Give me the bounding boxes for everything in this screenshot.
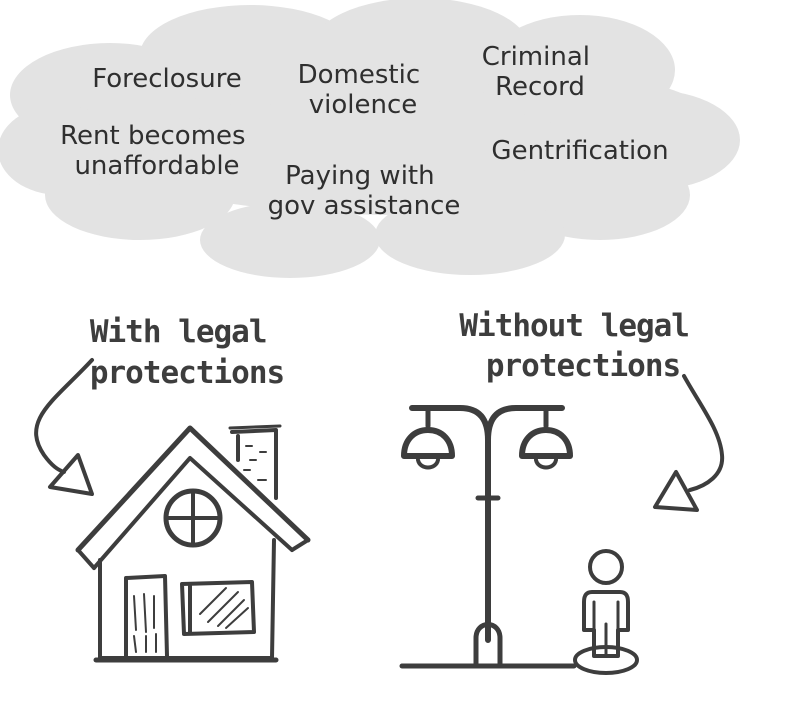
risk-cloud: Foreclosure Domestic violence Criminal R… [0, 0, 740, 278]
cloud-item-foreclosure: Foreclosure [92, 64, 242, 94]
with-protections-label: With legal protections [90, 314, 284, 391]
cloud-item-criminal-record: Criminal Record [482, 42, 599, 102]
without-protections-panel: Without legal protections [399, 308, 725, 675]
cloud-item-gov-assistance: Paying with gov assistance [268, 161, 461, 221]
cloud-item-gentrification: Gentrification [491, 136, 668, 166]
cloud-item-rent-unaffordable: Rent becomes unaffordable [60, 121, 254, 181]
without-protections-label: Without legal protections [459, 308, 706, 384]
arrow-to-person [653, 374, 725, 512]
arrow-to-house [34, 358, 94, 496]
with-protections-panel: With legal protections [34, 314, 311, 663]
cloud-item-domestic-violence: Domestic violence [298, 60, 429, 120]
street-lamp-icon [399, 405, 577, 669]
house-icon [75, 424, 311, 663]
person-icon [573, 549, 639, 675]
cloud-shape [0, 0, 740, 278]
